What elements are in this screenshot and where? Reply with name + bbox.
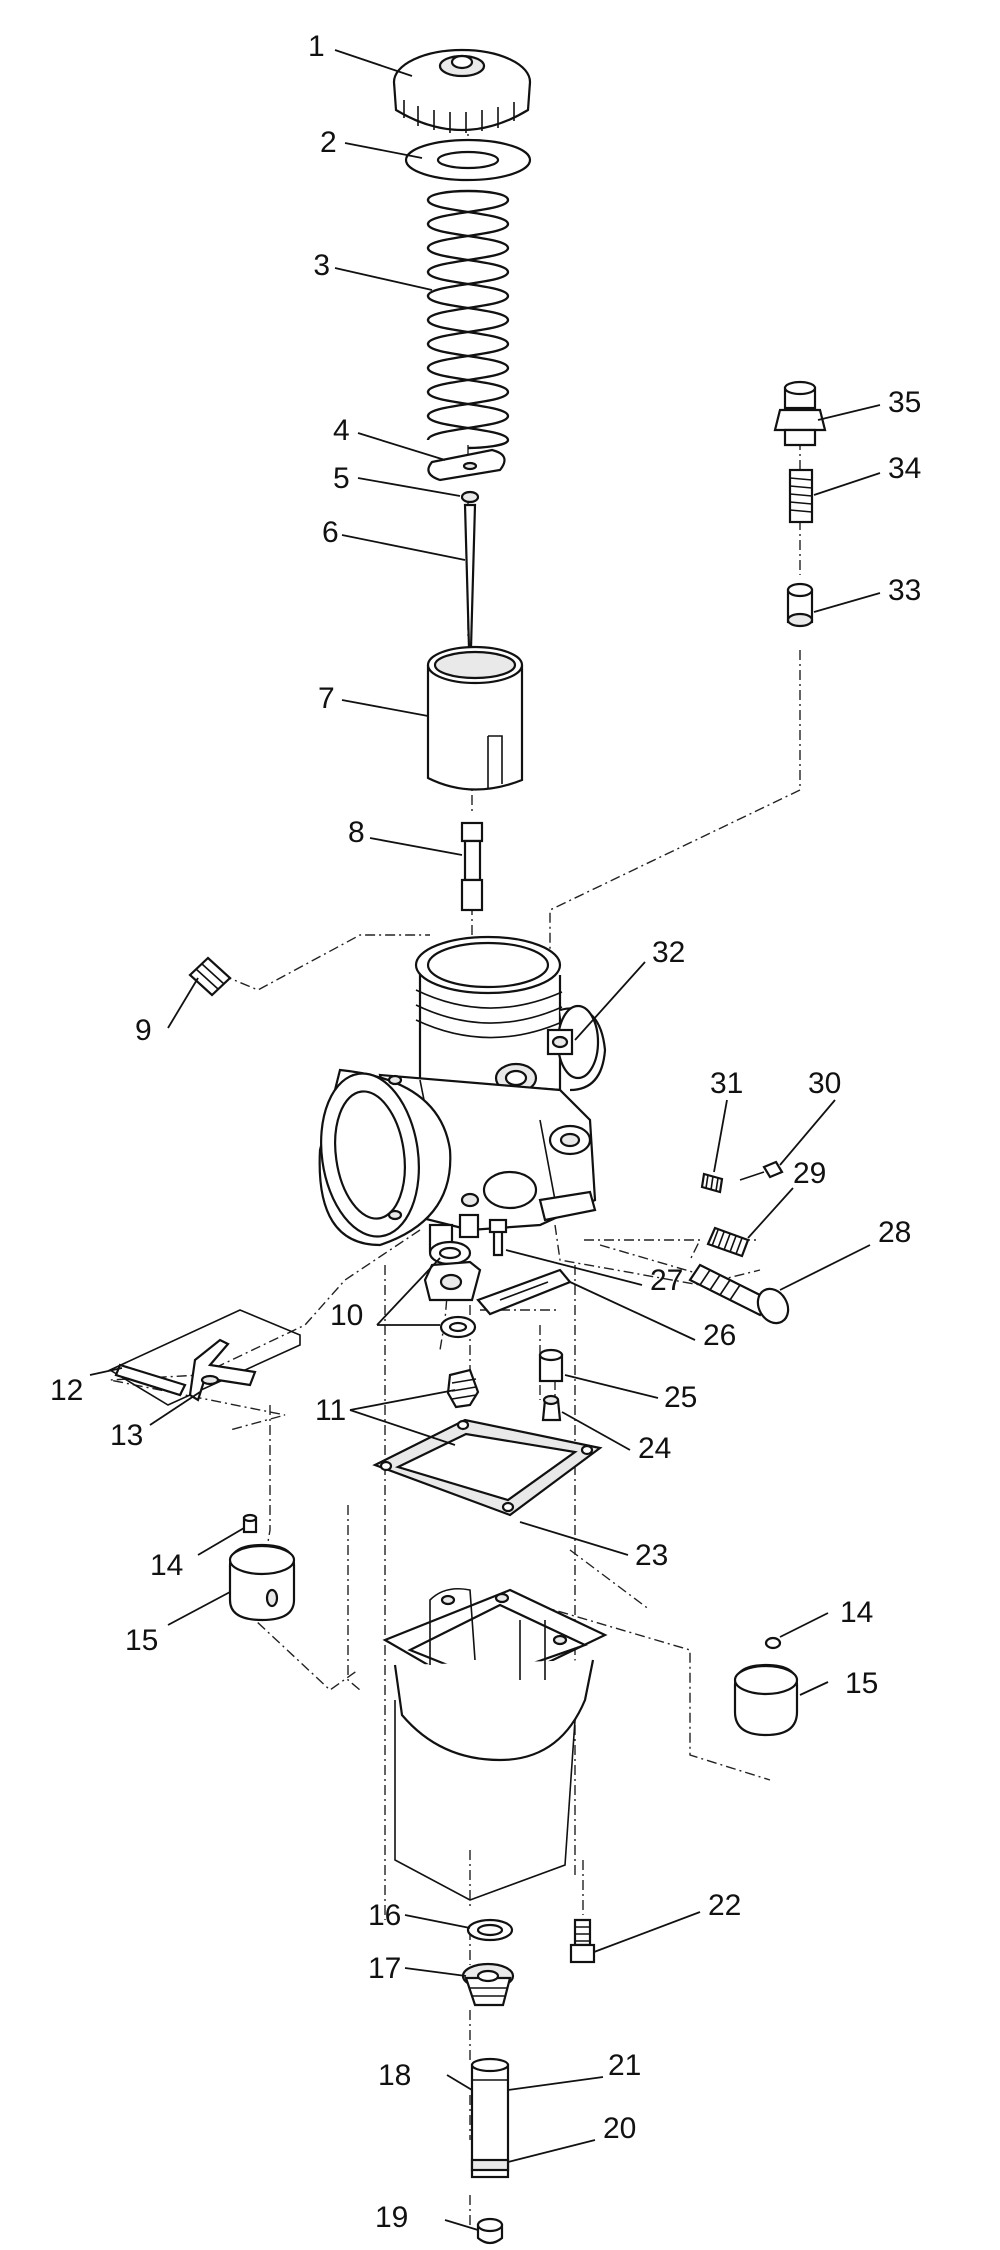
callout-12: 12 <box>50 1374 83 1407</box>
callout-23: 23 <box>635 1539 668 1572</box>
part-bowl-screw <box>569 1918 596 1964</box>
callout-34: 34 <box>888 452 921 485</box>
part-spring <box>426 189 510 450</box>
callout-5: 5 <box>333 462 350 495</box>
callout-30: 30 <box>808 1067 841 1100</box>
callout-18: 18 <box>378 2059 411 2092</box>
part-choke-plunger <box>786 582 814 628</box>
callout-4: 4 <box>333 414 350 447</box>
callout-14-right: 14 <box>840 1596 873 1629</box>
callout-11: 11 <box>315 1394 346 1427</box>
part-float-left <box>228 1513 296 1622</box>
callout-8: 8 <box>348 816 365 849</box>
callout-26: 26 <box>703 1319 736 1352</box>
callout-32: 32 <box>652 936 685 969</box>
leader-lines <box>89 49 881 2231</box>
callout-16: 16 <box>368 1899 401 1932</box>
callout-35: 35 <box>888 386 921 419</box>
part-main-jet-holder <box>461 1962 515 2007</box>
part-float-arm <box>108 1309 301 1406</box>
callout-28: 28 <box>878 1216 911 1249</box>
part-small-screw <box>488 1218 508 1257</box>
part-drain-oring <box>466 1918 514 1942</box>
callout-9: 9 <box>135 1014 152 1047</box>
part-baffle-plate <box>476 1268 572 1316</box>
part-pilot-air-screw <box>700 1160 784 1194</box>
part-needle-jet <box>460 821 484 912</box>
callout-25: 25 <box>664 1381 697 1414</box>
part-idle-spring <box>706 1226 750 1258</box>
callout-6: 6 <box>322 516 339 549</box>
callout-27: 27 <box>650 1264 683 1297</box>
callout-1: 1 <box>308 30 325 63</box>
callout-21: 21 <box>608 2049 641 2082</box>
callout-22: 22 <box>708 1889 741 1922</box>
callout-10: 10 <box>330 1299 363 1332</box>
part-jet-needle <box>463 503 477 650</box>
part-gasket-10 <box>423 1240 482 1339</box>
callout-29: 29 <box>793 1157 826 1190</box>
part-plug-9 <box>188 956 232 997</box>
part-retainer-plate <box>427 448 506 482</box>
callout-15-right: 15 <box>845 1667 878 1700</box>
callout-17: 17 <box>368 1952 401 1985</box>
callout-33: 33 <box>888 574 921 607</box>
callout-2: 2 <box>320 126 337 159</box>
part-float-right <box>733 1636 799 1737</box>
part-cap <box>392 48 532 133</box>
part-idle-screw <box>688 1263 790 1325</box>
part-bowl-gasket <box>372 1418 603 1517</box>
callout-24: 24 <box>638 1432 671 1465</box>
callout-20: 20 <box>603 2112 636 2145</box>
part-choke-spring <box>788 468 814 524</box>
part-washer <box>404 138 532 182</box>
part-emulsion-tube <box>470 2057 510 2179</box>
callout-3: 3 <box>313 249 330 282</box>
part-choke-nut <box>773 380 827 447</box>
callout-19: 19 <box>375 2201 408 2234</box>
part-pilot-jet <box>538 1348 564 1422</box>
part-needle-clip <box>460 490 480 504</box>
callout-7: 7 <box>318 682 335 715</box>
part-throttle-slide <box>426 645 524 791</box>
callout-labels: 1 2 3 4 5 6 7 8 9 10 11 12 13 14 15 14 1… <box>50 30 921 2234</box>
callout-13: 13 <box>110 1419 143 1452</box>
carburetor-body <box>318 935 607 1253</box>
float-bowl <box>382 1587 608 1901</box>
callout-15: 15 <box>125 1624 158 1657</box>
part-drain-plug <box>476 2217 504 2245</box>
callout-31: 31 <box>710 1067 743 1100</box>
callout-14: 14 <box>150 1549 183 1582</box>
